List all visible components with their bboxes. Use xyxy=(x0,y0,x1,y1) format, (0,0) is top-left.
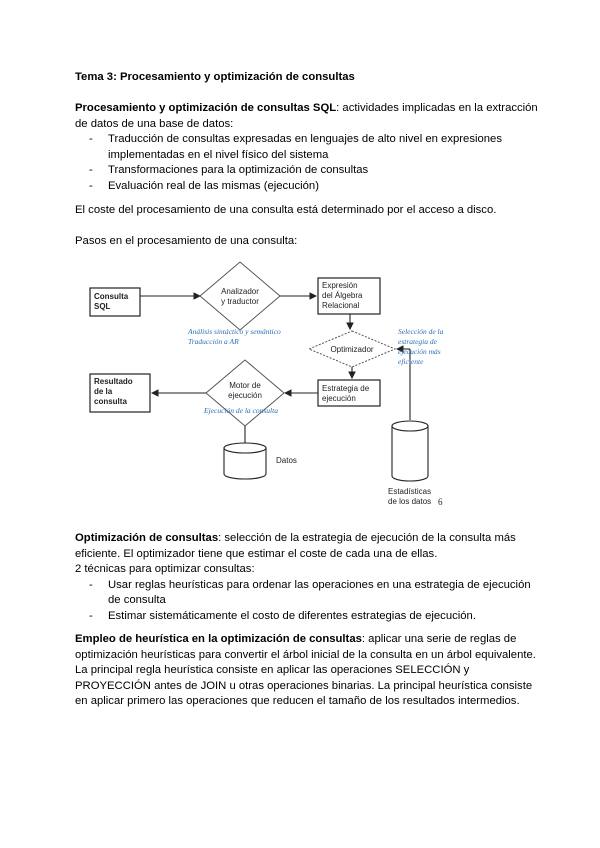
section-procesamiento-paragraph: Procesamiento y optimización de consulta… xyxy=(75,101,545,132)
section-optimizacion-text: : selección de la estrategia de ejecució… xyxy=(75,532,516,560)
resultado-label-1: Resultado xyxy=(94,377,133,386)
section-optimizacion-paragraph: Optimización de consultas: selección de … xyxy=(75,531,545,562)
analizador-label-1: Analizador xyxy=(221,287,259,296)
consulta-sql-label-2: SQL xyxy=(94,302,111,311)
section-procesamiento-text: : actividades implicadas en la extracció… xyxy=(75,102,538,130)
optimizador-diamond xyxy=(307,330,397,368)
list-item: Evaluación real de las mismas (ejecución… xyxy=(75,179,545,195)
datos-cylinder xyxy=(223,442,267,480)
estadisticas-cylinder xyxy=(391,420,429,482)
section-heuristica-text: : aplicar una serie de reglas de optimiz… xyxy=(75,633,536,707)
analisis-note-2: Traducción a AR xyxy=(188,337,239,346)
seleccion-note-3: ejecución más xyxy=(398,347,441,356)
estrategia-label-2: ejecución xyxy=(322,394,356,403)
section-procesamiento-heading: Procesamiento y optimización de consulta… xyxy=(75,102,337,114)
section-heuristica: Empleo de heurística en la optimización … xyxy=(75,632,545,710)
resultado-label-3: consulta xyxy=(94,397,127,406)
procesamiento-list: Traducción de consultas expresadas en le… xyxy=(75,132,545,194)
estadisticas-label-2: de los datos xyxy=(388,497,431,506)
steps-intro: Pasos en el procesamiento de una consult… xyxy=(75,235,298,247)
section-optimizacion: Optimización de consultas: selección de … xyxy=(75,531,545,624)
ejecucion-note: Ejecución de la consulta xyxy=(203,406,278,415)
seleccion-note-1: Selección de la xyxy=(398,327,444,336)
cost-sentence: El coste del procesamiento de una consul… xyxy=(75,204,497,216)
analizador-diamond xyxy=(199,261,281,331)
motor-label-2: ejecución xyxy=(228,391,262,400)
seleccion-note-2: estrategia de xyxy=(398,337,438,346)
seleccion-note-4: eficiente xyxy=(398,357,424,366)
analisis-note-1: Análisis sintáctico y semántico xyxy=(187,327,281,336)
expresion-label-3: Relacional xyxy=(322,301,360,310)
estrategia-box xyxy=(317,379,381,407)
consulta-sql-box xyxy=(89,287,141,317)
resultado-label-2: de la xyxy=(94,387,113,396)
optimizacion-list: Usar reglas heurísticas para ordenar las… xyxy=(75,578,545,625)
list-item: Estimar sistemáticamente el costo de dif… xyxy=(75,609,545,625)
list-item: Traducción de consultas expresadas en le… xyxy=(75,132,545,163)
consulta-sql-label-1: Consulta xyxy=(94,292,129,301)
resultado-box xyxy=(89,373,151,413)
expresion-label-2: del Álgebra xyxy=(322,291,363,300)
list-item: Usar reglas heurísticas para ordenar las… xyxy=(75,578,545,609)
section-optimizacion-heading: Optimización de consultas xyxy=(75,532,219,544)
optimizador-label: Optimizador xyxy=(330,345,373,354)
section-heuristica-heading: Empleo de heurística en la optimización … xyxy=(75,633,362,645)
motor-label-1: Motor de xyxy=(229,381,261,390)
motor-diamond xyxy=(205,359,285,427)
analizador-label-2: y traductor xyxy=(221,297,259,306)
section-procesamiento: Procesamiento y optimización de consulta… xyxy=(75,101,545,194)
expresion-box xyxy=(317,277,381,315)
list-item: Transformaciones para la optimización de… xyxy=(75,163,545,179)
estadisticas-label-1: Estadísticas xyxy=(388,487,431,496)
diagram-page-number: 6 xyxy=(438,497,443,507)
datos-label: Datos xyxy=(276,456,297,465)
expresion-label-1: Expresión xyxy=(322,281,358,290)
estrategia-label-1: Estrategia de xyxy=(322,384,370,393)
section-optimizacion-line2: 2 técnicas para optimizar consultas: xyxy=(75,563,255,575)
page-title: Tema 3: Procesamiento y optimización de … xyxy=(75,71,355,83)
